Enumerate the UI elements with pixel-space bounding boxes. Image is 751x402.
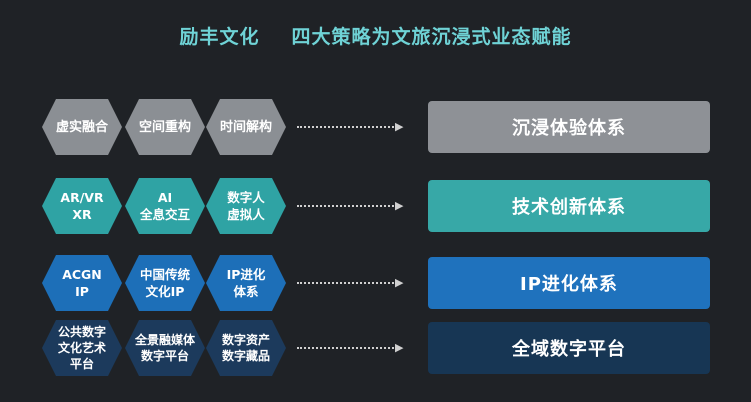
hex-ai-holographic: AI 全息交互 <box>125 178 205 234</box>
page-title: 励丰文化 四大策略为文旅沉浸式业态赋能 <box>0 22 751 49</box>
hex-virtual-real-fusion: 虚实融合 <box>42 99 122 155</box>
system-box-immersive: 沉浸体验体系 <box>428 101 710 153</box>
strategy-row-technology: AR/VR XR AI 全息交互 数字人 虚拟人 ▶ 技术创新体系 <box>0 178 751 234</box>
dotted-arrow-line <box>297 205 397 207</box>
system-box-ip: IP进化体系 <box>428 257 710 309</box>
strategy-row-immersive: 虚实融合 空间重构 时间解构 ▶ 沉浸体验体系 <box>0 99 751 155</box>
brand-name: 励丰文化 <box>179 26 260 48</box>
system-box-technology: 技术创新体系 <box>428 180 710 232</box>
dotted-arrow-line <box>297 282 397 284</box>
arrow-head-icon: ▶ <box>395 341 404 354</box>
strategy-row-digital-platform: 公共数字 文化艺术 平台 全景融媒体 数字平台 数字资产 数字藏品 ▶ 全域数字… <box>0 320 751 376</box>
dotted-arrow-line <box>297 347 397 349</box>
hex-digital-human: 数字人 虚拟人 <box>206 178 286 234</box>
hex-traditional-culture-ip: 中国传统 文化IP <box>125 255 205 311</box>
arrow-head-icon: ▶ <box>395 199 404 212</box>
hex-digital-assets: 数字资产 数字藏品 <box>206 320 286 376</box>
hex-space-reconstruction: 空间重构 <box>125 99 205 155</box>
dotted-arrow-line <box>297 126 397 128</box>
arrow-head-icon: ▶ <box>395 276 404 289</box>
hex-ip-evolution: IP进化 体系 <box>206 255 286 311</box>
hex-ar-vr-xr: AR/VR XR <box>42 178 122 234</box>
hex-time-deconstruction: 时间解构 <box>206 99 286 155</box>
hex-acgn-ip: ACGN IP <box>42 255 122 311</box>
hex-panoramic-media: 全景融媒体 数字平台 <box>125 320 205 376</box>
headline: 四大策略为文旅沉浸式业态赋能 <box>291 26 572 48</box>
system-box-digital-platform: 全域数字平台 <box>428 322 710 374</box>
strategy-row-ip: ACGN IP 中国传统 文化IP IP进化 体系 ▶ IP进化体系 <box>0 255 751 311</box>
hex-public-digital-art: 公共数字 文化艺术 平台 <box>42 320 122 376</box>
arrow-head-icon: ▶ <box>395 120 404 133</box>
